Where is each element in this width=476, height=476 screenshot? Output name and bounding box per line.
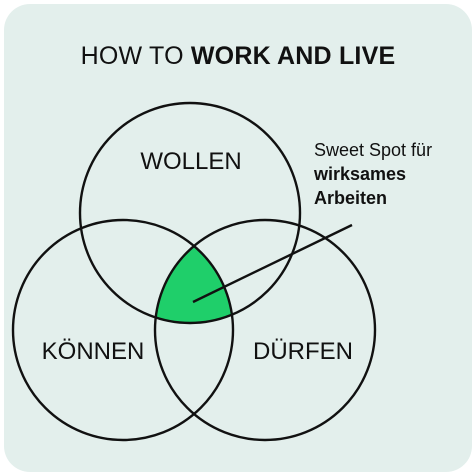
title-emphasis: WORK AND LIVE (190, 42, 396, 70)
label-wollen: WOLLEN (140, 148, 242, 175)
sweet-spot-annotation: Sweet Spot für wirksames Arbeiten (314, 138, 474, 210)
sweet-spot-region (155, 220, 233, 323)
annotation-line-1: Sweet Spot für (314, 140, 433, 160)
annotation-line-3: Arbeiten (314, 188, 388, 208)
title-prefix: HOW TO (80, 42, 184, 70)
page-title: HOW TO WORK AND LIVE (0, 42, 476, 71)
circle-duerfen (153, 218, 377, 442)
annotation-line-2: wirksames (314, 164, 407, 184)
annotation-pointer-line (192, 223, 353, 304)
circle-wollen (78, 101, 302, 325)
circle-koennen (11, 218, 235, 442)
label-koennen: KÖNNEN (41, 338, 145, 365)
label-duerfen: DÜRFEN (253, 338, 353, 365)
